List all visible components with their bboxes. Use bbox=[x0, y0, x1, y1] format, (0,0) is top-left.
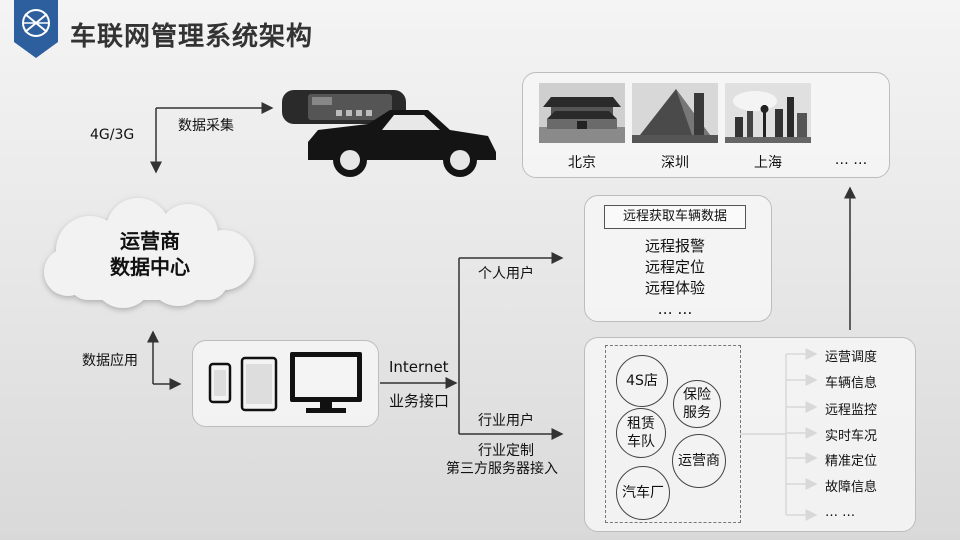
personal-item-locate: 远程定位 bbox=[644, 258, 705, 276]
personal-item-experience: 远程体验 bbox=[644, 279, 705, 297]
service-remote-monitor: 远程监控 bbox=[825, 403, 878, 418]
service-realtime-status: 实时车况 bbox=[825, 429, 878, 444]
collect-label: 数据采集 bbox=[178, 118, 234, 134]
third-party-label: 第三方服务器接入 bbox=[446, 461, 558, 477]
internet-label: Internet bbox=[389, 358, 449, 376]
city-shanghai: 上海 bbox=[754, 155, 782, 171]
cloud-label: 运营商 数据中心 bbox=[60, 228, 240, 280]
service-dispatch: 运营调度 bbox=[825, 350, 878, 365]
api-label: 业务接口 bbox=[389, 392, 450, 410]
city-beijing: 北京 bbox=[568, 155, 596, 171]
car-icon bbox=[282, 90, 496, 177]
service-fault-info: 故障信息 bbox=[825, 480, 878, 495]
beijing-image bbox=[539, 83, 625, 143]
partner-operator: 运营商 bbox=[672, 434, 726, 488]
industry-user-label: 行业用户 bbox=[478, 413, 534, 429]
cloud-line-2: 数据中心 bbox=[110, 255, 190, 279]
service-vehicle-info: 车辆信息 bbox=[825, 376, 878, 391]
personal-item-alarm: 远程报警 bbox=[644, 237, 705, 255]
personal-header: 远程获取车辆数据 bbox=[604, 205, 746, 229]
devices-icon bbox=[208, 352, 362, 413]
service-more: … … bbox=[825, 505, 856, 520]
city-more: … … bbox=[834, 152, 868, 168]
service-precise-locate: 精准定位 bbox=[825, 454, 878, 469]
cloud-shape bbox=[44, 198, 254, 308]
personal-user-label: 个人用户 bbox=[478, 266, 534, 282]
personal-item-more: … … bbox=[657, 300, 693, 318]
partner-4s: 4S店 bbox=[616, 355, 668, 407]
partners-dashed-box bbox=[605, 345, 741, 523]
page-title: 车联网管理系统架构 bbox=[70, 22, 314, 52]
partner-insurance: 保险服务 bbox=[673, 380, 721, 428]
network-label: 4G/3G bbox=[90, 127, 135, 143]
apply-label: 数据应用 bbox=[82, 353, 138, 369]
logo-badge bbox=[14, 0, 58, 58]
industry-custom-label: 行业定制 bbox=[478, 443, 534, 459]
partner-automaker: 汽车厂 bbox=[616, 466, 670, 520]
cloud-line-1: 运营商 bbox=[120, 229, 180, 253]
personal-list: 远程报警 远程定位 远程体验 … … bbox=[590, 236, 760, 320]
partner-rental: 租赁车队 bbox=[616, 408, 666, 458]
city-shenzhen: 深圳 bbox=[661, 155, 689, 171]
shenzhen-image bbox=[632, 83, 718, 143]
shanghai-image bbox=[725, 83, 811, 143]
